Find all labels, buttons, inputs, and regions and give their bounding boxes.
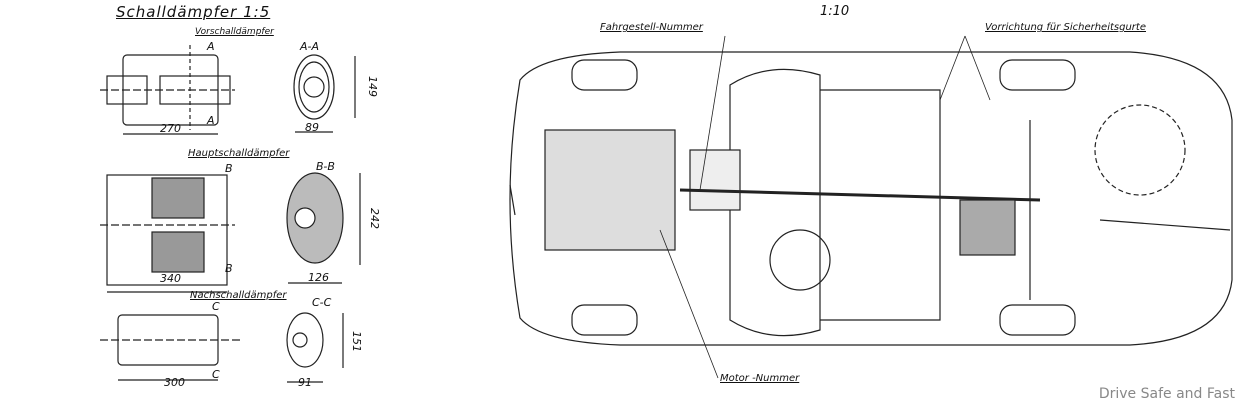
pre-height: 149 (366, 76, 379, 97)
main-height: 242 (368, 208, 381, 229)
car-chassis-top-view (509, 51, 1233, 346)
main-width: 126 (308, 271, 329, 284)
main-section-label: B-B (316, 160, 335, 173)
rear-muffler-section (286, 312, 344, 383)
pre-width: 89 (305, 121, 319, 134)
pre-muffler-label: Vorschalldämpfer (195, 27, 274, 37)
rear-marker-top: C (212, 300, 220, 313)
rear-section-label: C-C (312, 296, 332, 309)
main-muffler-label: Hauptschalldämpfer (188, 148, 290, 159)
rear-marker-bottom: C (212, 368, 220, 381)
main-marker-top: B (225, 162, 233, 175)
pre-muffler-section (293, 54, 356, 133)
main-muffler-side-view (100, 174, 235, 293)
pre-section-label: A-A (300, 40, 320, 53)
leader-lines (659, 35, 991, 379)
rear-width: 91 (298, 376, 312, 389)
watermark: Drive Safe and Fast (1098, 386, 1235, 402)
chassis-number-label: Fahrgestell-Nummer (600, 22, 703, 33)
main-marker-bottom: B (225, 262, 233, 275)
pre-marker-bottom: A (207, 114, 215, 127)
pre-muffler-side-view (100, 45, 235, 135)
seatbelt-mount-label: Vorrichtung für Sicherheitsgurte (985, 22, 1146, 33)
main-length: 340 (160, 272, 181, 285)
pre-length: 270 (160, 122, 181, 135)
main-muffler-section (286, 172, 361, 284)
pre-marker-top: A (207, 40, 215, 53)
car-scale: 1:10 (820, 4, 850, 19)
rear-height: 151 (350, 331, 363, 352)
rear-muffler-side-view (100, 314, 240, 381)
mufflers-title: Schalldämpfer 1:5 (116, 3, 271, 21)
rear-length: 300 (164, 376, 185, 389)
engine-number-label: Motor -Nummer (720, 373, 800, 384)
rear-muffler-label: Nachschalldämpfer (190, 290, 287, 301)
